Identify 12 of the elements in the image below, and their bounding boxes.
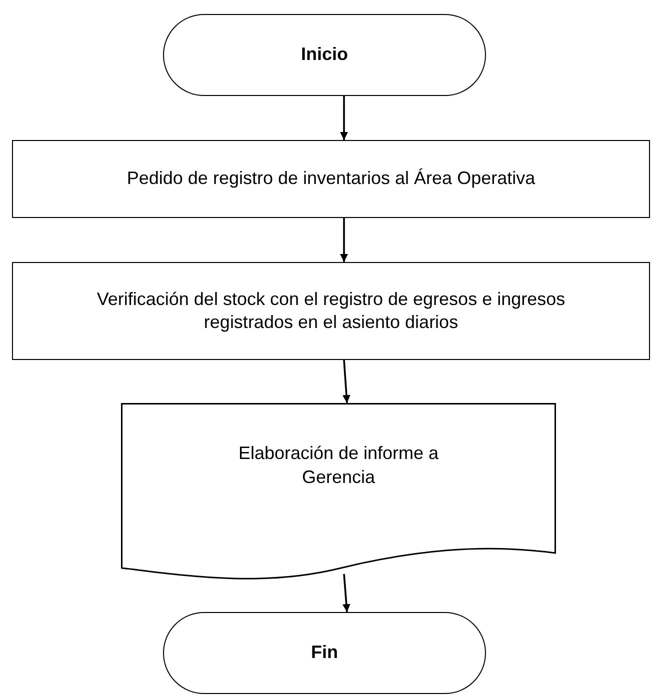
arrow [342, 574, 350, 612]
arrow [342, 360, 350, 404]
process-box [12, 140, 650, 218]
process-box [12, 262, 650, 360]
terminal-label: Fin [310, 641, 339, 664]
arrow [340, 96, 348, 140]
terminal-label: Inicio [300, 43, 349, 66]
document-shape [121, 403, 556, 578]
step-text: Pedido de registro de inventarios al Área Operativa [126, 167, 536, 190]
step-text: Elaboración de informe a Gerencia [237, 442, 440, 488]
arrow [340, 218, 348, 262]
step-text: Verificación del stock con el registro de egresos e ingresos registrados en el asiento diarios [96, 288, 566, 334]
